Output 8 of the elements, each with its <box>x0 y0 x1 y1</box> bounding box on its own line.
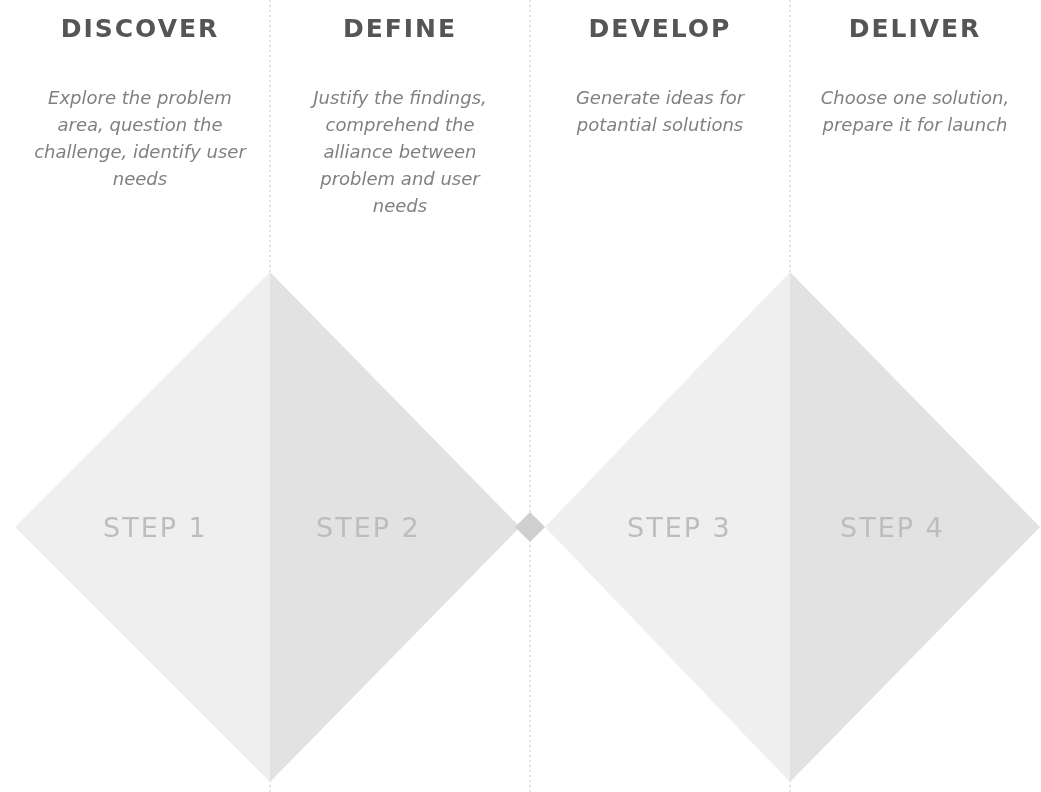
phase-description: Explore the problem area, question the challenge, identify user needs <box>33 86 248 191</box>
phase-heading: DISCOVER <box>59 14 221 43</box>
phase-heading: DEVELOP <box>587 14 733 43</box>
phase-description: Generate ideas for potantial solutions <box>574 86 746 137</box>
phase-description: Choose one solution, prepare it for launch <box>819 86 1011 137</box>
phase-heading: DELIVER <box>847 14 983 43</box>
phase-heading: DEFINE <box>341 14 459 43</box>
phase-description: Justify the findings, comprehend the alliance between problem and user needs <box>292 84 508 219</box>
